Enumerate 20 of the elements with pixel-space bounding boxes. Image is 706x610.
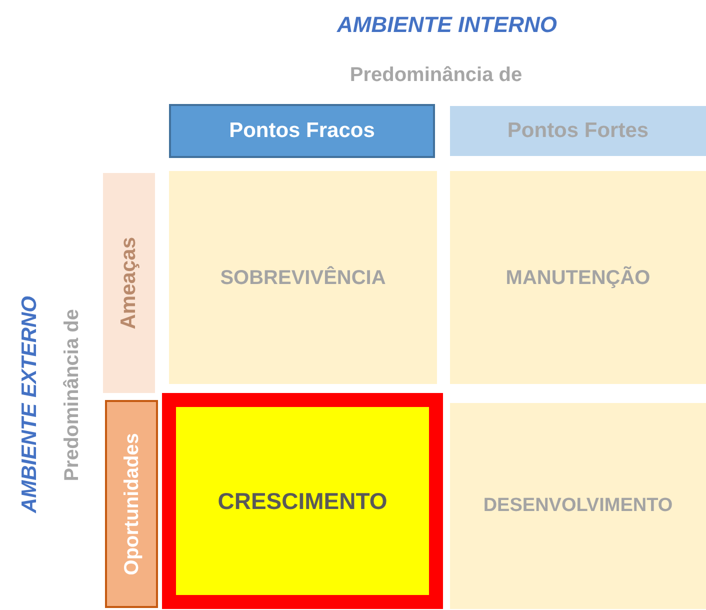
side-header-box bbox=[103, 173, 155, 393]
quadrant-text: MANUTENÇÃO bbox=[506, 265, 650, 290]
side-header-box bbox=[105, 400, 158, 608]
quadrant-text: SOBREVIVÊNCIA bbox=[220, 265, 386, 290]
header-text: Pontos Fortes bbox=[507, 118, 649, 144]
side-header-text: Ameaças bbox=[116, 236, 142, 330]
quadrant-text: DESENVOLVIMENTO bbox=[483, 494, 673, 518]
quadrant-box bbox=[450, 171, 706, 384]
axis-subtitle: Predominância de bbox=[60, 308, 84, 482]
axis-subtitle: Predominância de bbox=[350, 63, 522, 88]
axis-title: AMBIENTE INTERNO bbox=[337, 11, 557, 39]
quadrant-box bbox=[450, 403, 706, 609]
quadrant-text: CRESCIMENTO bbox=[218, 486, 388, 516]
quadrant-box bbox=[169, 171, 437, 384]
header-box bbox=[169, 104, 435, 158]
axis-title: AMBIENTE EXTERNO bbox=[17, 296, 42, 514]
header-text: Pontos Fracos bbox=[229, 118, 375, 144]
side-header-text: Oportunidades bbox=[120, 432, 144, 576]
header-box bbox=[450, 106, 706, 156]
highlighted-quadrant-box bbox=[162, 393, 443, 609]
